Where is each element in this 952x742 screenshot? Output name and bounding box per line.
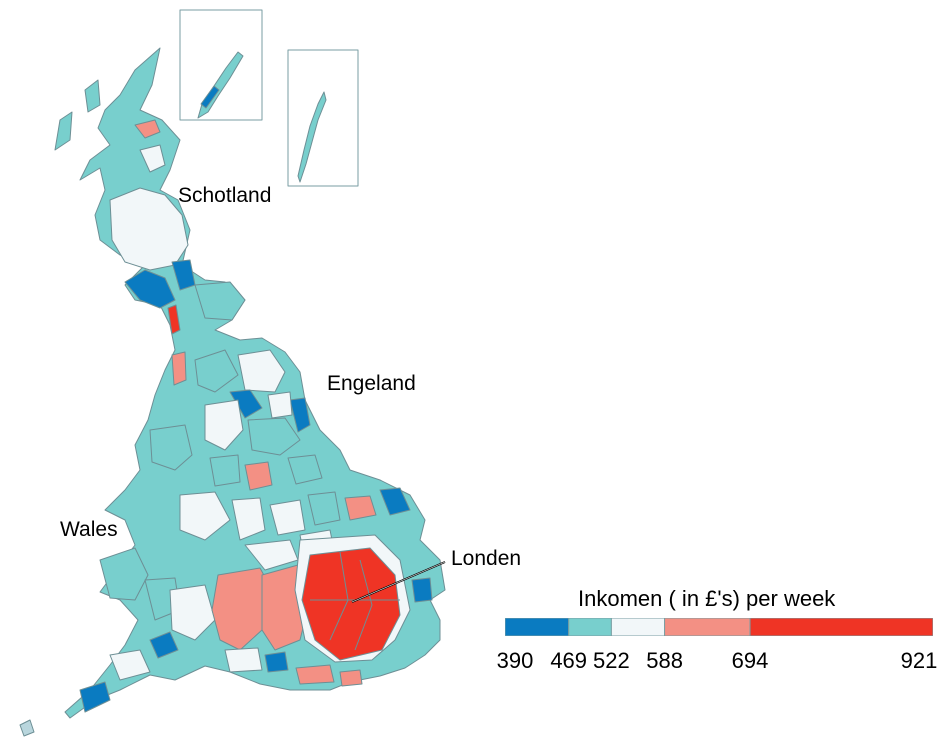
region [231, 497, 266, 541]
region [264, 651, 289, 673]
region [79, 681, 111, 713]
region [339, 669, 363, 687]
legend-tick-label: 469 [550, 648, 588, 673]
region [99, 547, 149, 601]
region [244, 461, 273, 491]
legend-tick-label: 588 [646, 648, 683, 673]
label-england: Engeland [327, 372, 416, 395]
region [287, 454, 323, 485]
region [267, 391, 293, 419]
region [54, 111, 73, 151]
legend-segment [505, 618, 570, 636]
region [204, 399, 244, 451]
legend-segment [664, 618, 751, 636]
region [169, 584, 216, 641]
region [354, 559, 373, 651]
region [167, 304, 181, 335]
legend-tick-label: 390 [496, 648, 534, 673]
region [411, 577, 433, 603]
region [301, 547, 401, 661]
legend-tick-label: 522 [593, 648, 630, 673]
region [109, 649, 151, 681]
region [211, 567, 273, 651]
region [179, 491, 231, 541]
region [84, 79, 101, 113]
inset-region [200, 85, 220, 109]
region [124, 269, 176, 309]
region [19, 719, 35, 737]
inset-box-shetland [179, 9, 263, 121]
legend-color-bar [505, 618, 933, 636]
region [171, 351, 187, 386]
legend-segment [610, 618, 666, 636]
label-scotland: Schotland [178, 184, 272, 207]
region [209, 454, 241, 487]
region [295, 664, 335, 685]
label-wales: Wales [60, 518, 118, 541]
inset-region [197, 51, 244, 119]
region [109, 187, 189, 271]
legend-title: Inkomen ( in £'s) per week [578, 586, 836, 611]
region [344, 495, 377, 521]
region [149, 424, 193, 471]
legend-tick-label: 694 [731, 648, 769, 673]
region [194, 349, 239, 393]
region [134, 119, 161, 139]
region [247, 417, 301, 456]
region [269, 499, 306, 536]
legend-segment [568, 618, 612, 636]
region [379, 487, 411, 516]
region [149, 631, 179, 659]
label-london: Londen [451, 547, 522, 570]
legend-tick-label: 921 [900, 648, 938, 673]
region [224, 647, 263, 673]
inset-box-orkney [287, 49, 359, 187]
region [307, 491, 341, 526]
region [289, 397, 311, 433]
region [194, 281, 246, 321]
region [237, 349, 286, 393]
region [139, 144, 166, 173]
inset-region [297, 91, 327, 183]
legend-segment [749, 618, 933, 636]
